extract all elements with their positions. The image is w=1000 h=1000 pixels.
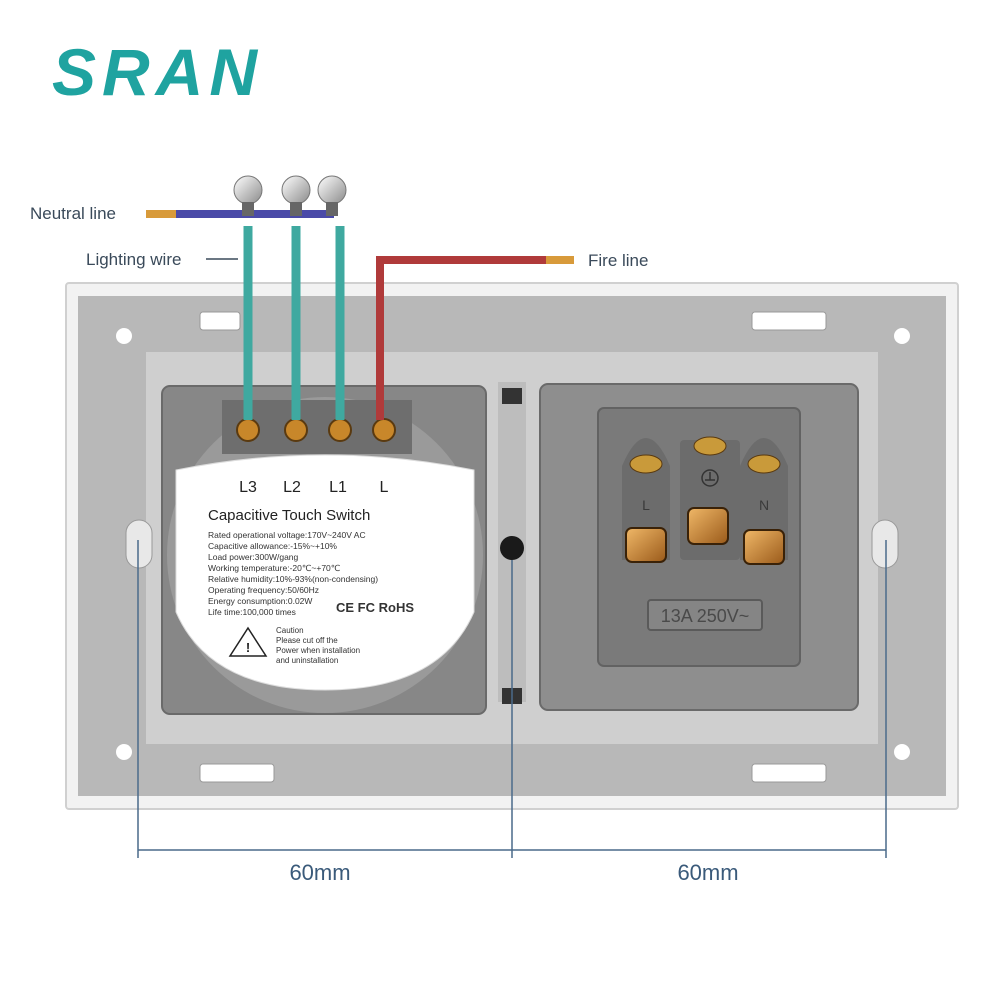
earth-icon xyxy=(701,469,719,487)
switch-title: Capacitive Touch Switch xyxy=(208,507,370,524)
spec-line: Capacitive allowance:-15%~+10% xyxy=(208,541,337,551)
frame-clip xyxy=(199,763,275,783)
terminal-label-l: L xyxy=(380,479,389,496)
terminal-screw xyxy=(328,418,352,442)
screw-hole xyxy=(116,744,132,760)
contact-n xyxy=(743,529,785,565)
certification-marks: CE FC RoHS xyxy=(336,600,414,615)
spec-line: Working temperature:-20℃~+70℃ xyxy=(208,563,341,573)
switch-module: L3 L2 L1 L Capacitive Touch Switch Rated… xyxy=(161,385,487,715)
spec-line: Operating frequency:50/60Hz xyxy=(208,585,319,595)
brand-logo: SRAN xyxy=(52,35,263,109)
socket-screw xyxy=(693,436,727,456)
svg-text:!: ! xyxy=(246,640,250,655)
screw-hole xyxy=(894,328,910,344)
screw-hole xyxy=(894,744,910,760)
spec-line: Rated operational voltage:170V~240V AC xyxy=(208,530,366,540)
socket-module: L N 13A 250V~ xyxy=(539,383,859,711)
rating-plate xyxy=(647,599,763,631)
fire-wire xyxy=(376,256,548,420)
contact-l xyxy=(625,527,667,563)
spec-line: Relative humidity:10%-93%(non-condensing… xyxy=(208,574,378,584)
caution-line: Caution xyxy=(276,626,304,635)
dimension-lines xyxy=(137,540,887,858)
frame-clip xyxy=(751,311,827,331)
bulb-icon xyxy=(281,175,311,216)
pin-label-n: N xyxy=(759,497,769,513)
pin-label-l: L xyxy=(642,497,650,513)
dimension-left: 60mm xyxy=(289,860,350,885)
frame-clip xyxy=(751,763,827,783)
fire-line-label: Fire line xyxy=(588,251,648,270)
bulb-icon xyxy=(317,175,347,216)
warning-icon xyxy=(228,626,268,657)
socket-screw xyxy=(629,454,663,474)
bulb-icon xyxy=(233,175,263,216)
terminal-screw xyxy=(284,418,308,442)
contact-earth xyxy=(687,507,729,545)
terminal-label-l1: L1 xyxy=(329,479,347,496)
terminal-screw xyxy=(236,418,260,442)
lighting-wire-label: Lighting wire xyxy=(86,250,181,269)
mounting-slot xyxy=(125,519,153,569)
spec-line: Load power:300W/gang xyxy=(208,552,299,562)
terminal-label-l2: L2 xyxy=(283,479,301,496)
frame-clip xyxy=(199,311,241,331)
dimension-right: 60mm xyxy=(677,860,738,885)
rating-text: 13A 250V~ xyxy=(661,606,750,626)
divider-hole xyxy=(500,536,524,560)
spec-line: Energy consumption:0.02W xyxy=(208,596,312,606)
terminal-label-l3: L3 xyxy=(239,479,257,496)
mounting-slot xyxy=(871,519,899,569)
caution-line: Please cut off the xyxy=(276,636,338,645)
terminal-screw xyxy=(372,418,396,442)
caution-line: and uninstallation xyxy=(276,656,338,665)
screw-hole xyxy=(116,328,132,344)
caution-line: Power when installation xyxy=(276,646,360,655)
neutral-line-label: Neutral line xyxy=(30,204,116,223)
spec-line: Life time:100,000 times xyxy=(208,607,296,617)
divider-tab xyxy=(502,388,522,404)
socket-screw xyxy=(747,454,781,474)
